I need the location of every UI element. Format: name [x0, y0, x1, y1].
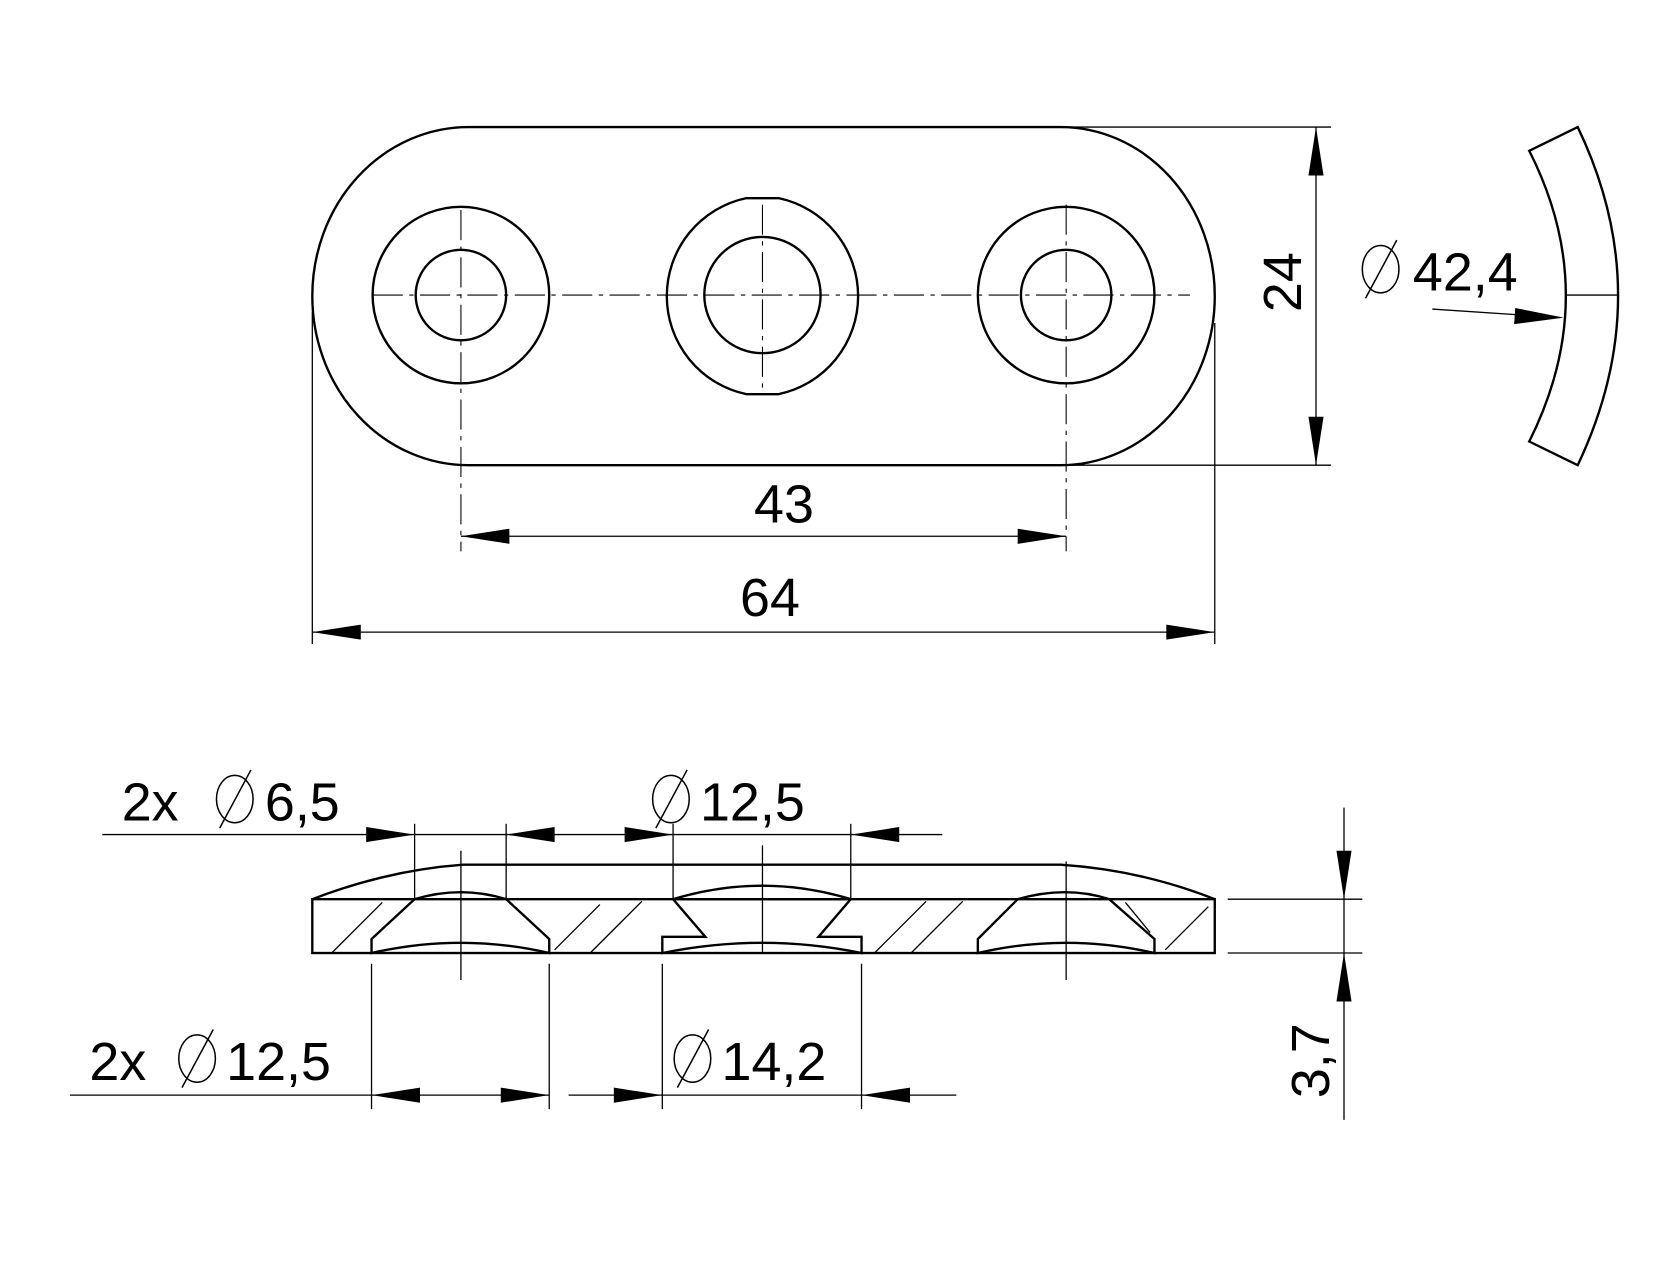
diameter-icon	[1361, 239, 1400, 299]
hatching	[331, 900, 1209, 954]
dim-24-arrow-top	[1308, 127, 1324, 176]
dim-64-arrow-left	[312, 624, 361, 640]
dim-43-label: 43	[754, 474, 814, 534]
plate-outline	[311, 125, 1216, 467]
right-hole-dome	[1017, 890, 1110, 901]
dim-6-5-count: 2x	[122, 773, 179, 833]
dim-6-5-value: 6,5	[265, 773, 340, 833]
dim-43-arrow-right	[1017, 528, 1067, 544]
dim-cb-12-5-arrow-left	[371, 1087, 420, 1103]
dim-64-label: 64	[740, 568, 800, 628]
diameter-icon	[651, 769, 690, 829]
top-view: 24 43 64	[311, 125, 1332, 644]
dim-42-4-arrow	[1514, 307, 1564, 325]
side-arc-view: 42,4	[1361, 125, 1620, 467]
dim-6-5-arrow-left	[366, 827, 415, 843]
dim-3-7-label: 3,7	[1281, 1023, 1341, 1098]
dim-42-4-label: 42,4	[1413, 243, 1518, 303]
diameter-icon	[178, 1029, 217, 1088]
dim-24-label: 24	[1253, 252, 1313, 312]
dim-12-5-arrow-left	[624, 827, 674, 843]
dim-3-7-arrow-bottom	[1336, 953, 1352, 1002]
dim-cb-12-5-count: 2x	[89, 1032, 146, 1092]
dim-cb-12-5-value: 12,5	[226, 1032, 331, 1092]
section-view: 2x 6,5 12,5 2x 12,5	[70, 769, 1363, 1120]
dim-42-4-leader	[1432, 308, 1530, 317]
center-hole-outer	[665, 196, 860, 396]
dim-12-5-arrow-right	[850, 827, 900, 843]
dim-3-7-arrow-top	[1336, 850, 1352, 900]
diameter-icon	[215, 769, 254, 829]
left-hole-outer	[371, 205, 551, 385]
dim-12-5-value: 12,5	[700, 773, 805, 833]
arc-profile	[1527, 125, 1620, 467]
dim-6-5-arrow-right	[506, 827, 555, 843]
dim-24-arrow-bottom	[1308, 416, 1324, 466]
right-hole-chamfer-edge	[1124, 901, 1151, 933]
diameter-icon	[673, 1029, 712, 1088]
dim-43-arrow-left	[460, 528, 510, 544]
dim-cb-12-5-arrow-right	[500, 1087, 550, 1103]
dim-14-2-value: 14,2	[722, 1032, 827, 1092]
dim-64-arrow-right	[1166, 624, 1215, 640]
dim-14-2-arrow-left	[613, 1087, 663, 1103]
dim-14-2-arrow-right	[861, 1087, 910, 1103]
